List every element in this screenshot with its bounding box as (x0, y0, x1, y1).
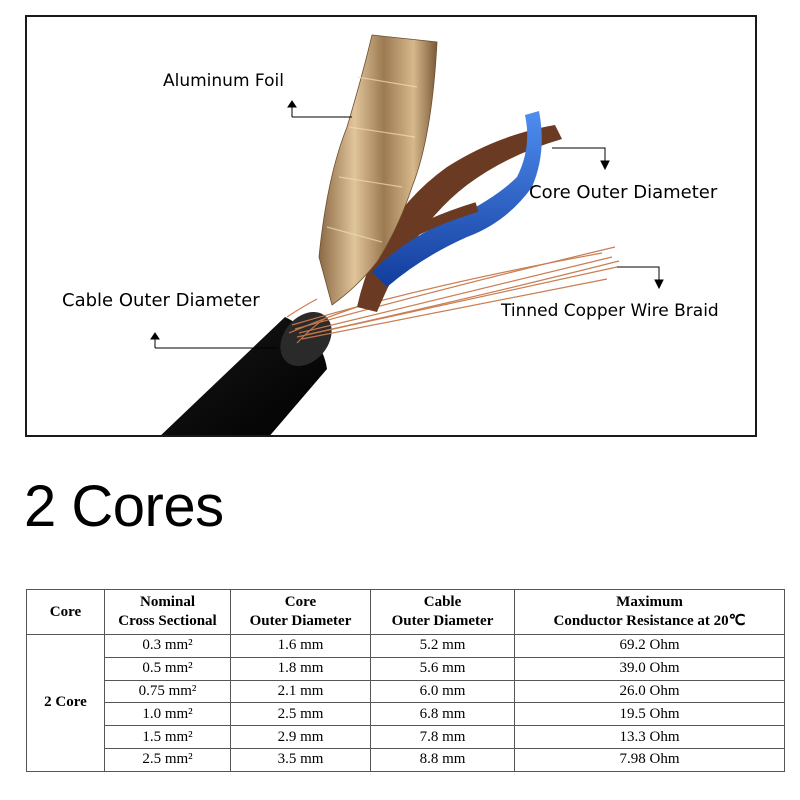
cable-diagram-frame: Aluminum Foil Core Outer Diameter Cable … (25, 15, 757, 437)
table-cell: 2.9 mm (230, 725, 371, 749)
table-cell: 2.5 mm² (104, 747, 231, 772)
table-cell: 1.6 mm (230, 634, 371, 658)
table-cell: 5.2 mm (370, 634, 515, 658)
table-cell: 6.0 mm (370, 679, 515, 704)
callout-lines (150, 100, 664, 349)
label-core-outer-diameter: Core Outer Diameter (529, 182, 718, 203)
table-cell: 0.75 mm² (104, 679, 231, 704)
table-row: 1.0 mm² 2.5 mm 6.8 mm 19.5 Ohm (27, 702, 785, 727)
table-cell: 1.0 mm² (104, 702, 231, 727)
table-cell: 19.5 Ohm (514, 702, 785, 727)
table-cell: 7.98 Ohm (514, 747, 785, 772)
table-row: 1.5 mm² 2.9 mm 7.8 mm 13.3 Ohm (27, 725, 785, 749)
table-cell: 3.5 mm (230, 747, 371, 772)
table-cell: 6.8 mm (370, 702, 515, 727)
jacket-end (280, 312, 332, 366)
table-cell: 2.1 mm (230, 679, 371, 704)
table-cell: 39.0 Ohm (514, 656, 785, 681)
label-tinned-copper-wire-braid: Tinned Copper Wire Braid (501, 301, 719, 321)
table-cell: 0.5 mm² (104, 656, 231, 681)
table-cell: 69.2 Ohm (514, 634, 785, 658)
table-cell: 1.8 mm (230, 656, 371, 681)
core-group-cell: 2 Core (26, 634, 105, 772)
page-title: 2 Cores (24, 474, 224, 539)
cable-illustration (150, 34, 664, 435)
table-cell: 1.5 mm² (104, 725, 231, 749)
table-row: 0.5 mm² 1.8 mm 5.6 mm 39.0 Ohm (27, 656, 785, 681)
table-cell: 0.3 mm² (104, 634, 231, 658)
table-cell: 26.0 Ohm (514, 679, 785, 704)
label-cable-outer-diameter: Cable Outer Diameter (62, 290, 260, 311)
blue-core (372, 111, 542, 287)
table-cell: 2.5 mm (230, 702, 371, 727)
header-core: Core (26, 589, 105, 635)
table-cell: 5.6 mm (370, 656, 515, 681)
table-cell: 7.8 mm (370, 725, 515, 749)
table-row: 0.75 mm² 2.1 mm 6.0 mm 26.0 Ohm (27, 679, 785, 704)
aluminum-foil (318, 34, 438, 306)
table-row: 2 Core 0.3 mm² 1.6 mm 5.2 mm 69.2 Ohm (26, 634, 785, 772)
table-row: 2.5 mm² 3.5 mm 8.8 mm 7.98 Ohm (27, 747, 785, 772)
braid-strands (286, 246, 620, 344)
table-cell: 8.8 mm (370, 747, 515, 772)
table-cell: 13.3 Ohm (514, 725, 785, 749)
label-aluminum-foil: Aluminum Foil (163, 71, 284, 91)
